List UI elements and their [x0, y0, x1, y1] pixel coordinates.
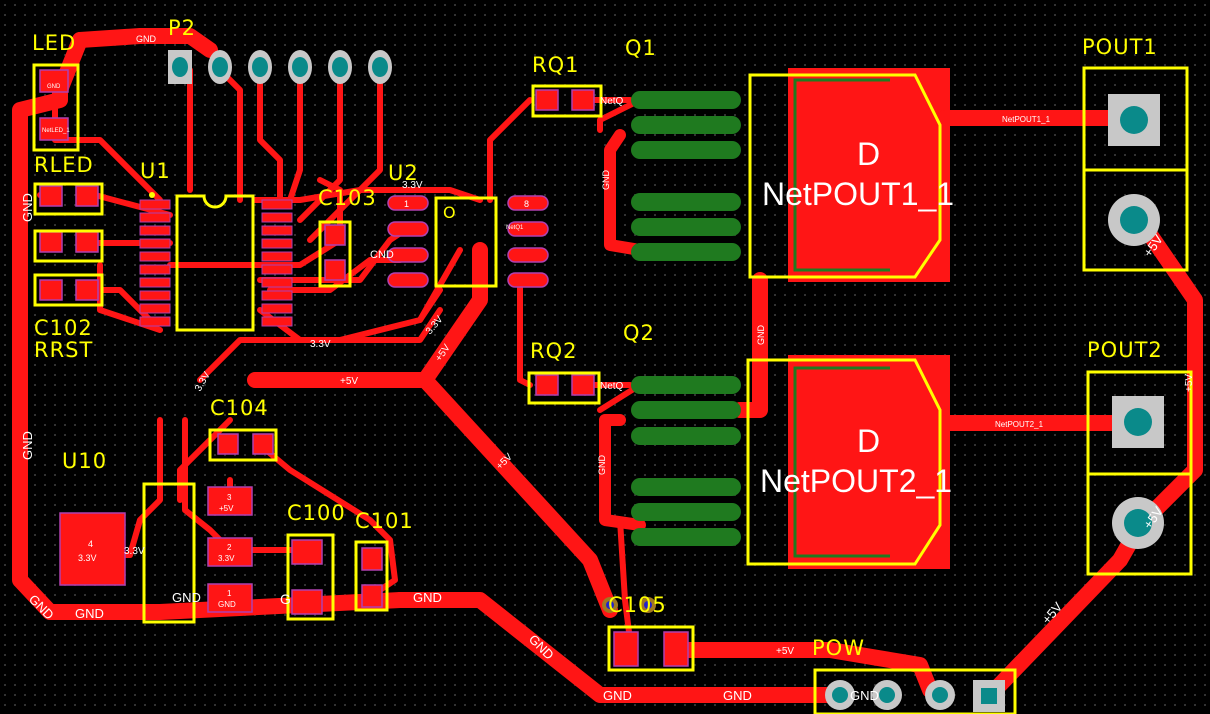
label-c101: C101: [355, 509, 414, 533]
net-netq2: NetQ: [600, 381, 624, 392]
reg-pad2-num: 2: [227, 543, 232, 552]
rq1-pad-net: NetQ1: [506, 225, 524, 231]
vias: [149, 192, 656, 613]
net-gnd-left2: GND: [20, 431, 35, 460]
net-5v-d: +5V: [776, 646, 794, 657]
designators: LED P2 RLED U1 U2 C103 C102 RRST RQ1 Q1 …: [32, 16, 1163, 660]
net-pout2-label: NetPOUT2_1: [995, 420, 1044, 429]
label-rled: RLED: [34, 153, 94, 177]
net-gnd-b1: GND: [75, 606, 104, 621]
label-led: LED: [32, 31, 76, 55]
net-gnd-b5: GND: [603, 688, 632, 703]
net-33-d: 3.3V: [424, 314, 446, 337]
drain-labels: D NetPOUT1_1 D NetPOUT2_1: [760, 136, 954, 499]
net-gnd-b6: GND: [723, 688, 752, 703]
label-rrst: RRST: [34, 338, 93, 362]
net-gnd-top: GND: [136, 34, 157, 44]
net-gnd-b2: GND: [172, 590, 201, 605]
u10-pad-net: 3.3V: [78, 553, 97, 563]
label-pout1: POUT1: [1082, 35, 1158, 59]
q1-d-net: NetPOUT1_1: [762, 176, 954, 212]
u2-pad1: 1: [404, 199, 409, 209]
mosfet-drain-outline: [793, 78, 890, 558]
label-c104: C104: [210, 396, 269, 420]
reg-pad3-num: 3: [227, 493, 232, 502]
label-rq2: RQ2: [530, 339, 577, 363]
net-5v-h: +5V: [1184, 374, 1195, 392]
label-c102: C102: [34, 316, 93, 340]
p2-header: [168, 50, 392, 84]
net-gnd-pow: GND: [850, 688, 879, 703]
label-u10: U10: [62, 449, 107, 473]
label-u1: U1: [140, 159, 171, 183]
q2-d-net: NetPOUT2_1: [760, 463, 952, 499]
smd-pads: [39, 69, 689, 667]
label-p2: P2: [168, 16, 196, 40]
net-gnd-left: GND: [20, 193, 35, 222]
reg-pad2-net: 3.3V: [218, 554, 235, 563]
pout-terminals: [1108, 94, 1164, 549]
label-c103: C103: [318, 186, 377, 210]
q2-d-letter: D: [857, 423, 880, 459]
label-pout2: POUT2: [1087, 338, 1163, 362]
mosfet-leads: [631, 91, 741, 546]
u10-pad-num: 4: [88, 539, 93, 549]
label-rq1: RQ1: [532, 53, 579, 77]
pad-texts: 4 3.3V 3 +5V 2 3.3V 1 GND 1 8 O NetLED_1…: [42, 84, 529, 609]
label-u2: U2: [388, 161, 419, 185]
led-pad-net: NetLED_1: [42, 128, 70, 134]
reg-pad3-net: +5V: [219, 504, 234, 513]
label-c105: C105: [608, 593, 667, 617]
label-q1: Q1: [625, 36, 657, 60]
net-cnd: CND: [370, 249, 394, 261]
net-g: G: [280, 591, 291, 607]
q2-drain-pad: [788, 355, 950, 569]
label-c100: C100: [287, 501, 346, 525]
label-pow: POW: [812, 636, 865, 660]
net-netq1: NetQ: [600, 96, 624, 107]
traces-thick: [12, 28, 1203, 703]
net-5v-a: +5V: [340, 376, 358, 387]
label-q2: Q2: [623, 321, 655, 345]
net-gnd-b3: GND: [413, 590, 442, 605]
net-gnd-q1: GND: [601, 170, 611, 191]
u1-pads: [139, 199, 293, 327]
silkscreen-outlines: [32, 63, 1193, 714]
led-pad-gnd: GND: [47, 84, 61, 90]
reg-pad1-num: 1: [227, 589, 232, 598]
net-33-u10: 3.3V: [124, 546, 145, 557]
net-33-a: 3.3V: [310, 339, 331, 350]
u2-pin1-marker: O: [443, 203, 457, 222]
q1-d-letter: D: [857, 136, 880, 172]
net-pout1-label: NetPOUT1_1: [1002, 115, 1051, 124]
u2-pad8: 8: [524, 199, 529, 209]
net-33-b: 3.3V: [402, 180, 423, 191]
q1-drain-pad: [788, 68, 950, 282]
pow-header: [825, 680, 1005, 712]
u2-pads: [387, 195, 549, 288]
reg-pad1-net: GND: [218, 600, 236, 609]
net-gnd-q2: GND: [597, 455, 607, 476]
net-gnd-q: GND: [756, 325, 766, 346]
